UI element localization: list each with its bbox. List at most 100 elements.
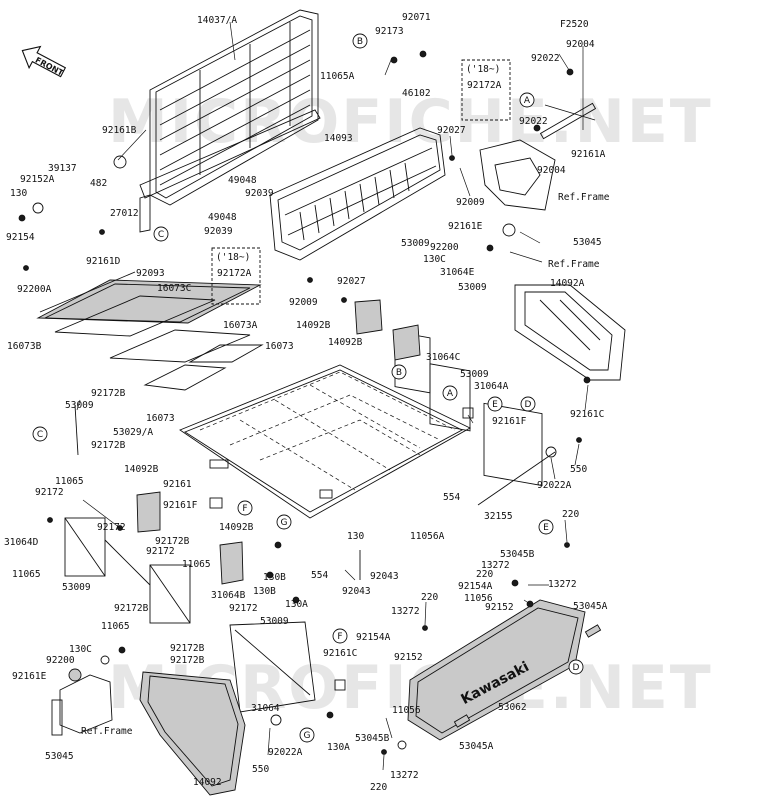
label-31064A: 31064A [474,381,509,392]
label-14092B: 14092B [219,522,254,533]
label-92172B: 92172B [170,643,205,654]
svg-text:D: D [573,663,580,673]
label-F2520: F2520 [560,19,589,30]
label-31064C: 31064C [426,352,460,363]
label-31064: 31064 [251,703,280,714]
small-panels [136,299,421,585]
label-92172: 92172 [229,603,258,614]
label-130C: 130C [69,644,92,655]
label-92027: 92027 [437,125,466,136]
label-92172: 92172 [97,522,126,533]
label-53045B: 53045B [500,549,535,560]
label-550: 550 [252,764,269,775]
label-92027: 92027 [337,276,366,287]
label-53029A: 53029/A [113,427,153,438]
label-92154A: 92154A [458,581,493,592]
rear-gate [269,127,446,261]
label-92152A: 92152A [20,174,55,185]
label-92200: 92200 [46,655,75,666]
label-31064D: 31064D [4,537,39,548]
label-53045A: 53045A [459,741,494,752]
svg-text:B: B [396,368,402,378]
svg-text:('18~): ('18~) [216,252,250,263]
label-11056: 11056 [464,593,493,604]
side-gate-right [394,284,626,487]
label-16073A: 16073A [223,320,258,331]
label-ref-frame: Ref.Frame [81,726,133,737]
label-92161E: 92161E [448,221,483,232]
label-11065A: 11065A [320,71,355,82]
year-note-1: ('18~) 92172A [461,59,511,121]
shafts [39,271,556,580]
svg-text:A: A [524,96,531,106]
callout-circles: B A C B A E D C F G E F D G [32,33,584,743]
label-53045B: 53045B [355,733,390,744]
label-53009: 53009 [260,616,289,627]
label-130A: 130A [327,742,350,753]
label-ref-frame: Ref.Frame [558,192,610,203]
label-220: 220 [370,782,387,793]
label-14092A: 14092A [550,278,585,289]
svg-text:92172A: 92172A [217,268,252,279]
svg-text:C: C [158,230,164,240]
label-92161C: 92161C [323,648,357,659]
svg-text:C: C [37,430,43,440]
label-53009: 53009 [62,582,91,593]
label-220: 220 [562,509,579,520]
label-16073C: 16073C [157,283,191,294]
label-11056: 11056 [392,705,421,716]
label-92173: 92173 [375,26,404,37]
label-27012: 27012 [110,208,139,219]
label-92161B: 92161B [102,125,137,136]
label-ref-frame: Ref.Frame [548,259,600,270]
label-31064B: 31064B [211,590,246,601]
label-92161: 92161 [163,479,192,490]
svg-text:F: F [242,504,247,514]
hardware-fasteners [18,50,602,755]
label-14037A: 14037/A [197,15,237,26]
svg-text:E: E [492,400,498,410]
label-14093: 14093 [324,133,353,144]
svg-text:E: E [543,523,549,533]
leader-lines [76,21,589,771]
floor-mats [36,279,264,391]
label-14092B: 14092B [296,320,331,331]
label-92004: 92004 [537,165,566,176]
label-92172B: 92172B [114,603,149,614]
label-49048: 49048 [208,212,237,223]
label-11056A: 11056A [410,531,445,542]
label-92152: 92152 [394,652,423,663]
label-130C: 130C [423,254,446,265]
label-220: 220 [421,592,438,603]
label-92172B: 92172B [170,655,205,666]
label-92172B: 92172B [91,388,126,399]
label-92154A: 92154A [356,632,391,643]
label-554: 554 [311,570,328,581]
hinge-bracket-right [479,102,597,211]
label-92172: 92172 [35,487,64,498]
label-53045: 53045 [573,237,602,248]
svg-text:('18~): ('18~) [466,64,500,75]
label-92152: 92152 [485,602,514,613]
label-220: 220 [476,569,493,580]
label-13272: 13272 [548,579,577,590]
label-550: 550 [570,464,587,475]
year-note-2: ('18~) 92172A [211,247,261,305]
label-49048: 49048 [228,175,257,186]
label-16073: 16073 [265,341,294,352]
label-92154: 92154 [6,232,35,243]
svg-text:G: G [281,518,288,528]
label-92071: 92071 [402,12,431,23]
label-53009: 53009 [401,238,430,249]
side-frames-left [64,517,191,624]
label-16073B: 16073B [7,341,42,352]
label-53062: 53062 [498,702,527,713]
label-13272: 13272 [481,560,510,571]
label-92161F: 92161F [163,500,198,511]
label-92009: 92009 [456,197,485,208]
svg-text:D: D [525,400,532,410]
label-92172: 92172 [146,546,175,557]
label-92200A: 92200A [17,284,52,295]
label-92022A: 92022A [537,480,572,491]
